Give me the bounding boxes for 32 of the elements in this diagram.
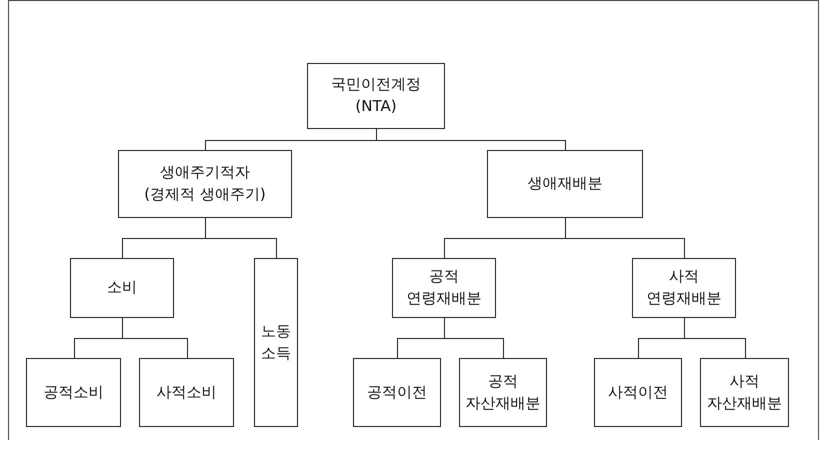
box-label: 소비: [107, 277, 137, 298]
category-box: [594, 358, 682, 427]
category-box: [26, 358, 121, 427]
box-label: 사적소비: [156, 382, 216, 403]
category-box: [487, 150, 643, 218]
box-label: 사적 연령재배분: [646, 266, 722, 309]
category-box: [353, 358, 441, 427]
category-box: [459, 358, 547, 427]
category-box: [700, 358, 789, 427]
box-label: 사적 자산재배분: [706, 370, 783, 414]
box-label: 공적 자산재배분: [464, 370, 542, 414]
box-label: 사적이전: [608, 382, 668, 403]
connector-line: [205, 218, 277, 258]
box-label: 국민이전계정 (NTA): [330, 74, 422, 117]
category-box: [139, 358, 234, 427]
category-box: [70, 258, 174, 318]
box-label: 생애재배분: [528, 173, 602, 194]
connector-line: [122, 318, 188, 358]
box-label: 공적이전: [367, 382, 427, 403]
category-box: [307, 63, 445, 129]
connector-line: [565, 218, 685, 258]
connector-line: [376, 128, 566, 150]
box-label: 공적소비: [44, 382, 104, 403]
connector-line: [444, 318, 504, 358]
category-box: [392, 258, 496, 318]
box-label: 공적 연령재배분: [406, 266, 482, 309]
category-box: [632, 258, 736, 318]
connector-line: [684, 318, 746, 358]
category-box: [254, 258, 298, 427]
box-label: 생애주기적자 (경제적 생애주기): [143, 162, 267, 205]
category-box: [118, 150, 292, 218]
box-label: 노동 소득: [260, 320, 292, 364]
